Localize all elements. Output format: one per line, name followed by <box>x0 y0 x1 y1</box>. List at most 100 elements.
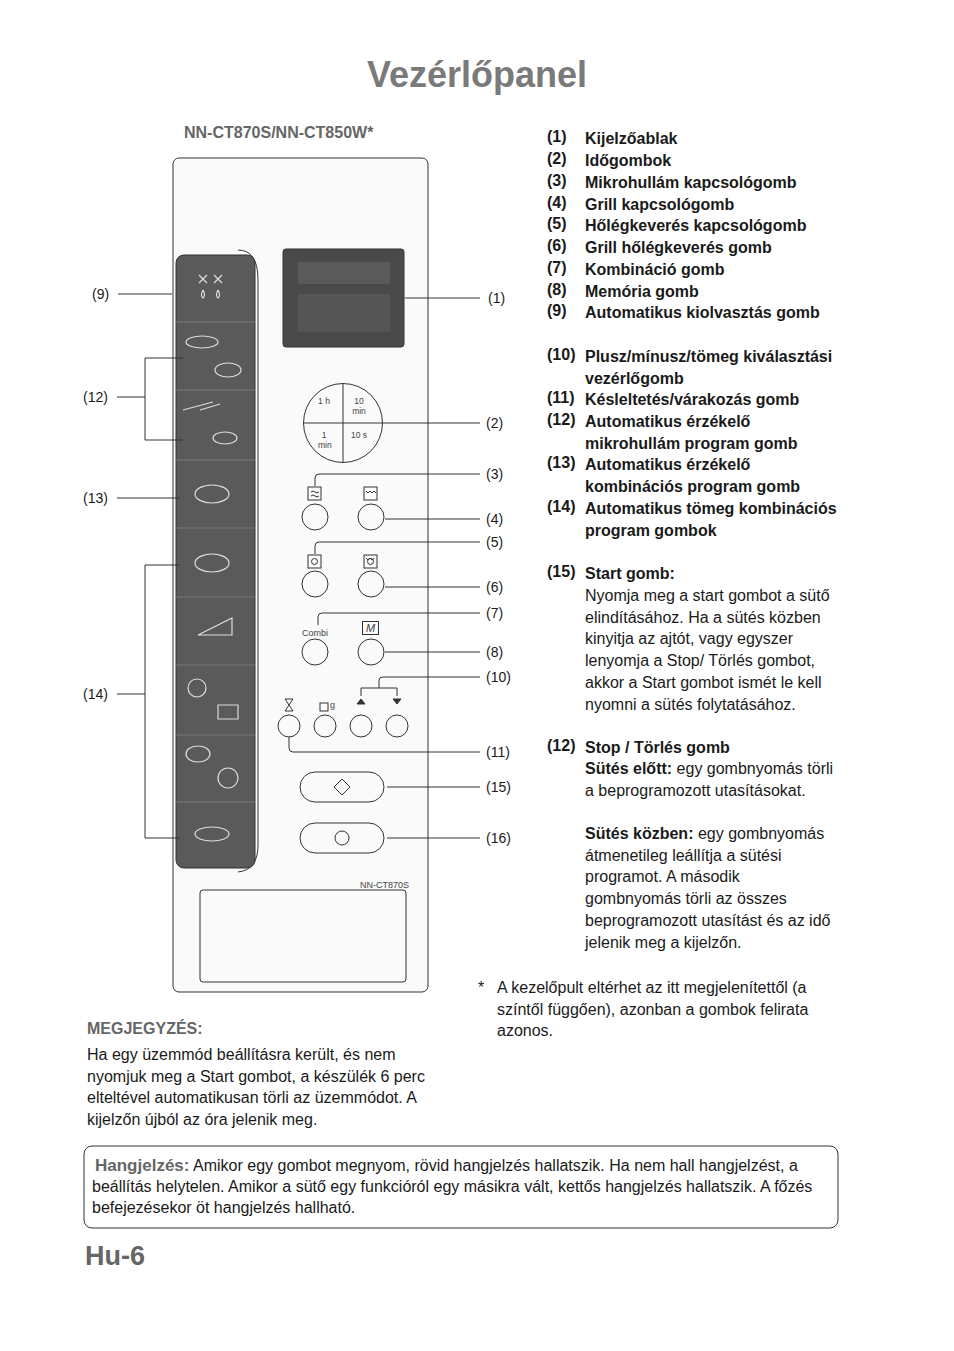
item-text-block: Grill kapcsológomb <box>585 194 843 216</box>
item-number-block: (4) <box>547 194 587 212</box>
callout-number-block: (5) <box>486 534 516 550</box>
callout-number-block: (6) <box>486 579 516 595</box>
callout-number: (14) <box>83 686 108 702</box>
item-text-block: Memória gomb <box>585 281 843 303</box>
page-number: Hu-6 <box>85 1241 145 1271</box>
callout-number: (3) <box>486 466 503 482</box>
item-text-block: Automatikus érzékelő mikrohullám program… <box>585 411 843 454</box>
item-number: (8) <box>547 281 567 298</box>
callout-number: (5) <box>486 534 503 550</box>
item-text: Grill hőlégkeverés gomb <box>585 239 772 256</box>
callout-number-block: (9) <box>92 286 122 302</box>
time-button-label: 1 h <box>318 396 330 406</box>
item-text: Kijelzőablak <box>585 130 677 147</box>
item-number: (10) <box>547 346 575 363</box>
button-label-block: Combi <box>302 628 342 638</box>
item-number-block: (12) <box>547 737 587 755</box>
time-button-label: 10 s <box>348 430 370 440</box>
item-number: (6) <box>547 237 567 254</box>
button-label: g <box>330 700 335 710</box>
item-text: Késleltetés/várakozás gomb <box>585 391 799 408</box>
callout-number: (13) <box>83 490 108 506</box>
item-text: Grill kapcsológomb <box>585 196 734 213</box>
callout-number: (7) <box>486 605 503 621</box>
item-text: Automatikus érzékelő kombinációs program… <box>585 456 800 495</box>
item-number-block: (2) <box>547 150 587 168</box>
item-text-block: Automatikus érzékelő kombinációs program… <box>585 454 843 497</box>
footnote: A kezelőpult eltérhet az itt megjeleníte… <box>497 979 808 1039</box>
item-number-block: (14) <box>547 498 587 516</box>
item-text-block: Késleltetés/várakozás gomb <box>585 389 843 411</box>
callout-number-block: (12) <box>83 389 117 405</box>
item-text-block: Automatikus kiolvasztás gomb <box>585 302 843 324</box>
item-number: (7) <box>547 259 567 276</box>
item-number: (2) <box>547 150 567 167</box>
callout-number: (10) <box>486 669 511 685</box>
callout-number-block: (13) <box>83 490 117 506</box>
info-box: Hangjelzés: Amikor egy gombot megnyom, r… <box>84 1146 838 1226</box>
item-number-block: (3) <box>547 172 587 190</box>
item-number-block: (13) <box>547 454 587 472</box>
page-title: Vezérlőpanel <box>0 54 954 96</box>
item-text-block: Kijelzőablak <box>585 128 843 150</box>
item-body: Sütés közben: <box>585 825 693 842</box>
callout-number-block: (11) <box>486 744 522 760</box>
item-text: Hőlégkeverés kapcsológomb <box>585 217 806 234</box>
model-name-block: NN-CT870S/NN-CT850W* <box>184 124 444 142</box>
callout-number: (15) <box>486 779 511 795</box>
button-label: Combi <box>302 628 328 638</box>
footnote-mark-block: * <box>478 977 494 999</box>
item-number: (14) <box>547 498 575 515</box>
page-number-block: Hu-6 <box>85 1241 185 1272</box>
item-text-block: Automatikus tömeg kombinációs program go… <box>585 498 843 541</box>
item-number-block: (11) <box>547 389 587 407</box>
note-heading: MEGJEGYZÉS: <box>87 1020 203 1037</box>
time-button-label: 10 min <box>348 396 370 416</box>
item-number-block: (6) <box>547 237 587 255</box>
item-number-block: (15) <box>547 563 587 581</box>
note-heading-block: MEGJEGYZÉS: <box>87 1020 387 1038</box>
item-number: (13) <box>547 454 575 471</box>
model-name: NN-CT870S/NN-CT850W* <box>184 124 373 141</box>
item-text: Plusz/mínusz/tömeg kiválasztási vezérlőg… <box>585 348 832 387</box>
item-text: Start gomb: <box>585 565 675 582</box>
item-number: (15) <box>547 563 575 580</box>
callout-number: (12) <box>83 389 108 405</box>
item-body: Sütés előtt: <box>585 760 672 777</box>
item-number-block: (8) <box>547 281 587 299</box>
callout-number-block: (7) <box>486 605 516 621</box>
item-text-block: Grill hőlégkeverés gomb <box>585 237 843 259</box>
item-number: (1) <box>547 128 567 145</box>
item-number-block: (1) <box>547 128 587 146</box>
item-text: Kombináció gomb <box>585 261 725 278</box>
item-number: (3) <box>547 172 567 189</box>
callout-number-block: (16) <box>486 830 522 846</box>
info-body: Amikor egy gombot megnyom, rövid hangjel… <box>92 1157 812 1216</box>
footnote-block: A kezelőpult eltérhet az itt megjeleníte… <box>497 977 842 1042</box>
callout-number: (4) <box>486 511 503 527</box>
callout-number-block: (8) <box>486 644 516 660</box>
callout-number-block: (14) <box>83 686 117 702</box>
callout-number-block: (2) <box>486 415 516 431</box>
item-body: egy gombnyomás átmenetileg leállítja a s… <box>585 825 830 951</box>
note-body-block: Ha egy üzemmód beállításra került, és ne… <box>87 1044 452 1131</box>
item-number-block: (9) <box>547 302 587 320</box>
model-plate-block: NN-CT870S <box>360 880 410 890</box>
item-number-block: (10) <box>547 346 587 364</box>
item-text: Mikrohullám kapcsológomb <box>585 174 797 191</box>
item-number: (12) <box>547 737 575 754</box>
item-text: Memória gomb <box>585 283 699 300</box>
callout-number: (11) <box>486 744 510 760</box>
callout-number-block: (1) <box>488 290 518 306</box>
item-text: Automatikus érzékelő mikrohullám program… <box>585 413 797 452</box>
item-number-block: (5) <box>547 215 587 233</box>
button-label-block: g <box>330 700 340 710</box>
memory-icon: M <box>362 621 379 635</box>
item-text-block: Start gomb: <box>585 563 843 585</box>
model-plate: NN-CT870S <box>360 880 409 890</box>
item-text-block: Plusz/mínusz/tömeg kiválasztási vezérlőg… <box>585 346 843 389</box>
item-body-block: Nyomja meg a start gombot a sütő elindít… <box>585 585 840 715</box>
item-body-block: Sütés előtt: egy gombnyomás törli a bepr… <box>585 758 840 801</box>
item-number-block: (12) <box>547 411 587 429</box>
item-text: Automatikus kiolvasztás gomb <box>585 304 820 321</box>
